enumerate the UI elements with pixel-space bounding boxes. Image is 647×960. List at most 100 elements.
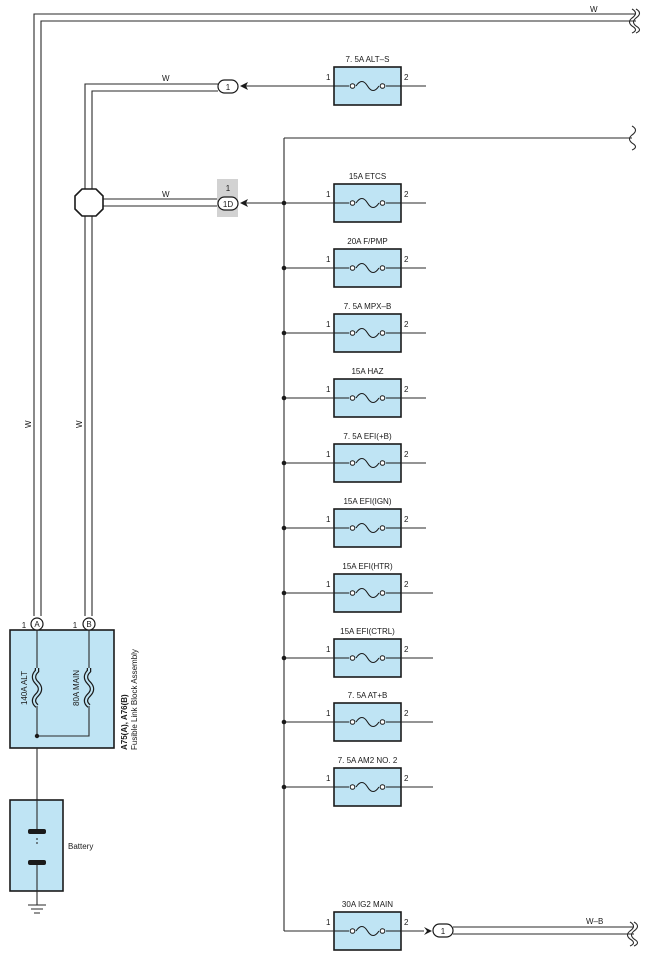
wire-main-w: W W W W <box>24 74 218 616</box>
fusible-link-block: 1 A 1 B 140A ALT 80A MAIN A75(A), A76(B)… <box>9 617 139 750</box>
fuse-symbol <box>334 392 401 404</box>
fuse-label: 15A EFI(HTR) <box>342 562 393 571</box>
battery-cell-top <box>28 829 46 834</box>
fuse-label: 7. 5A AT+B <box>348 691 388 700</box>
fuse-terminal <box>379 719 386 725</box>
fuse-pin-2: 2 <box>404 320 409 329</box>
fuse-terminal <box>349 395 356 401</box>
fuse-pin-1: 1 <box>326 190 331 199</box>
fuse-symbol <box>334 262 401 274</box>
fuse-terminal <box>379 784 386 790</box>
wire-label-ig2: W–B <box>586 917 603 926</box>
fuse-pin-1: 1 <box>326 515 331 524</box>
bus-junction-dot <box>281 719 287 725</box>
fuse-terminal <box>349 525 356 531</box>
wire-label-top: W <box>590 5 598 14</box>
fuse-terminal <box>379 525 386 531</box>
fuse-8: 15A EFI(HTR) 1 2 <box>281 562 433 613</box>
bus-junction-dot <box>281 655 287 661</box>
connector-1d-top-label: 1 <box>226 184 231 193</box>
connector-alt-s: 1 <box>217 79 334 94</box>
fuse-label: 15A EFI(IGN) <box>343 497 391 506</box>
bus-junction-dot <box>281 395 287 401</box>
bus-junction-dot <box>281 784 287 790</box>
fuse-terminal <box>379 200 386 206</box>
bus-junction-dot <box>281 590 287 596</box>
battery-cell-bottom <box>28 860 46 865</box>
fuse-pin-2: 2 <box>404 385 409 394</box>
fuse-terminal <box>349 928 356 934</box>
fuse-pin-2: 2 <box>404 255 409 264</box>
fuse-pin-2: 2 <box>404 450 409 459</box>
fuse-pin-1: 1 <box>326 255 331 264</box>
ig2-output: 1 W–B <box>401 917 639 947</box>
connector-1d-label: 1D <box>223 200 233 209</box>
fuse-pin-2: 2 <box>404 918 409 927</box>
fuse-pin-2: 2 <box>404 190 409 199</box>
fuse-label: 20A F/PMP <box>347 237 387 246</box>
fuse-pin-1: 1 <box>326 645 331 654</box>
fuse-symbol <box>334 587 401 599</box>
fuse-symbol <box>334 716 401 728</box>
pin-a-number: 1 <box>22 621 27 630</box>
fuse-terminal <box>349 330 356 336</box>
fuse-terminal <box>379 330 386 336</box>
fuse-2: 15A ETCS 1 2 <box>281 172 426 223</box>
fuse-terminal <box>379 655 386 661</box>
fuse-pin-2: 2 <box>404 774 409 783</box>
fuse-symbol <box>334 327 401 339</box>
fuse-3: 20A F/PMP 1 2 <box>281 237 426 288</box>
pin-b-label: B <box>86 620 91 629</box>
fuse-label: 7. 5A AM2 NO. 2 <box>338 756 398 765</box>
fuse-symbol <box>334 457 401 469</box>
fuse-label: 7. 5A EFI(+B) <box>343 432 392 441</box>
fuse-label: 15A EFI(CTRL) <box>340 627 395 636</box>
fuse-terminal <box>379 265 386 271</box>
fuse-symbol <box>334 781 401 793</box>
bus-junction-dot <box>281 265 287 271</box>
fuse-7: 15A EFI(IGN) 1 2 <box>281 497 426 548</box>
fuse-terminal <box>349 83 356 89</box>
wire-label-main-feed: W <box>162 190 170 199</box>
fusible-link-code: A75(A), A76(B) <box>120 694 129 750</box>
fuse-terminal <box>379 928 386 934</box>
fuse-pin-2: 2 <box>404 580 409 589</box>
fusible-link-main-label: 80A MAIN <box>72 670 81 706</box>
fuse-pin-1: 1 <box>326 73 331 82</box>
fuse-pin-2: 2 <box>404 709 409 718</box>
fuse-terminal <box>379 590 386 596</box>
fuse-pin-1: 1 <box>326 709 331 718</box>
fusible-link-name: Fusible Link Block Assembly <box>130 649 139 750</box>
fuse-pin-2: 2 <box>404 73 409 82</box>
connector-1d: 1 1D <box>217 179 284 217</box>
fuse-label: 7. 5A MPX–B <box>344 302 392 311</box>
fuse-terminal <box>349 265 356 271</box>
fuse-1: 7. 5A ALT–S 1 2 <box>326 55 426 106</box>
fuse-terminal <box>349 200 356 206</box>
fuse-9: 15A EFI(CTRL) 1 2 <box>281 627 433 678</box>
fuse-terminal <box>349 719 356 725</box>
fuse-terminal <box>349 590 356 596</box>
fuse-label: 30A IG2 MAIN <box>342 900 393 909</box>
junction-octagon <box>74 188 104 217</box>
fuse-symbol <box>334 652 401 664</box>
wire-top-w: W <box>33 5 641 616</box>
fuse-symbol <box>334 925 401 937</box>
fuse-terminal <box>379 83 386 89</box>
fuse-terminal <box>379 395 386 401</box>
fuse-pin-1: 1 <box>326 320 331 329</box>
fuse-label: 15A ETCS <box>349 172 386 181</box>
wire-label-vert-a: W <box>24 420 33 428</box>
ground-icon <box>28 904 46 914</box>
fuse-label: 7. 5A ALT–S <box>346 55 390 64</box>
bus-junction-dot <box>281 200 287 206</box>
fuse-symbol <box>334 522 401 534</box>
fuse-symbol <box>334 80 401 92</box>
fuse-pin-1: 1 <box>326 580 331 589</box>
fuse-pin-2: 2 <box>404 645 409 654</box>
fuse-pin-2: 2 <box>404 515 409 524</box>
